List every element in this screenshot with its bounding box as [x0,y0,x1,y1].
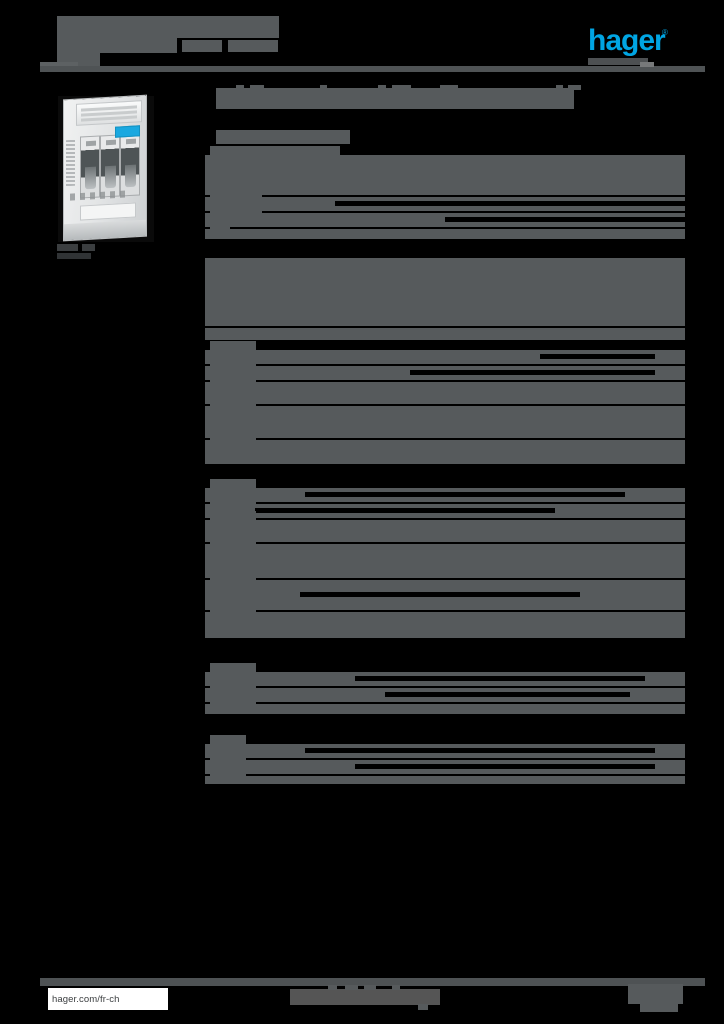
product-caption-redacted-c [57,253,91,259]
table-row-label [210,695,256,704]
table-row-label [210,188,262,197]
table-dot-leader [410,370,655,375]
page-title-ascender [568,85,581,90]
table-row [205,440,685,464]
table-dot-leader [445,217,685,222]
product-caption-redacted-b [82,244,95,251]
spec-table [205,735,685,784]
table-row-label [210,204,262,213]
product-pole-tab [86,140,96,147]
table-row-label [210,373,256,382]
table-row-label [210,603,256,612]
table-dot-leader [255,508,555,513]
table-row-label [210,663,256,672]
section-label-redacted [216,130,350,144]
footer-center-ascender [364,985,376,990]
spec-table [205,146,685,239]
table-row-label [210,479,256,488]
footer-right-redacted-b [640,1004,678,1012]
page-title-ascender [556,85,563,90]
table-row-label [210,397,256,406]
page-title-redacted [216,88,574,109]
product-side-vents [66,139,75,187]
table-row [205,258,685,326]
table-row [205,520,685,542]
document-title-fragment-c [228,40,278,52]
page-title-ascender [378,85,386,90]
page-title-ascender [250,85,264,90]
table-row-label [210,511,256,520]
table-row-label [210,357,256,366]
hager-logo: hager [588,24,666,57]
table-row-label [210,146,340,155]
document-title-fragment-a [110,40,174,52]
page-title-ascender [392,85,411,90]
product-caption-redacted [57,244,78,251]
footer-center-ascender [392,985,400,990]
table-row-label [210,679,256,688]
table-dot-leader [355,676,645,681]
table-row-label [210,535,256,544]
table-row [205,229,685,239]
table-dot-leader [355,764,655,769]
footer-center-redacted [290,989,440,1005]
footer-website-url[interactable]: hager.com/fr-ch [48,988,168,1010]
footer-rule [40,978,705,986]
table-row-label [210,751,246,760]
product-pole-tab [126,138,136,145]
page-title-ascender [320,85,327,90]
product-rating-label [80,202,136,221]
spec-table [205,258,685,340]
header-rule-marker [640,62,654,67]
spec-table [205,479,685,638]
page-title-ascender [236,85,244,90]
table-row-label [210,571,256,580]
page-header: hager ® [0,0,724,80]
footer-center-descender [418,1004,428,1010]
table-row [205,328,685,340]
product-blue-handle [115,125,140,138]
table-row-label [210,341,256,350]
document-title-redacted [57,16,279,38]
document-title-fragment-b [182,40,222,52]
product-fuse-holder [85,166,96,190]
table-row [205,776,685,784]
spec-table [205,663,685,714]
product-fuse-holder [105,165,116,189]
product-pole-tab [106,139,116,146]
product-fuse-holder [125,164,136,188]
table-dot-leader [300,592,580,597]
product-pole-1 [80,135,100,199]
footer-right-redacted [628,984,683,1004]
table-row-label [210,735,246,744]
table-row [205,406,685,438]
table-dot-leader [335,201,685,206]
table-dot-leader [305,492,625,497]
table-row [205,350,685,364]
table-row [205,155,685,195]
header-rule [40,66,705,72]
header-rule-cap [40,62,78,67]
product-pole-3 [120,133,140,197]
spec-table [205,341,685,464]
hager-logo-trademark-icon: ® [662,28,668,37]
footer-center-ascender [345,985,358,990]
table-dot-leader [305,748,655,753]
table-row-label [210,431,256,440]
product-pole-2 [100,134,120,198]
footer-center-ascender [328,985,337,990]
table-row-label [210,767,246,776]
product-photo [52,88,164,266]
table-dot-leader [385,692,630,697]
table-dot-leader [540,354,655,359]
table-row [205,612,685,638]
table-row [205,382,685,404]
logo-strapline-redacted [588,58,648,65]
page-title-ascender [440,85,458,90]
table-row-label [210,495,256,504]
table-row [205,704,685,714]
table-row [205,544,685,578]
table-row-label [210,220,230,229]
